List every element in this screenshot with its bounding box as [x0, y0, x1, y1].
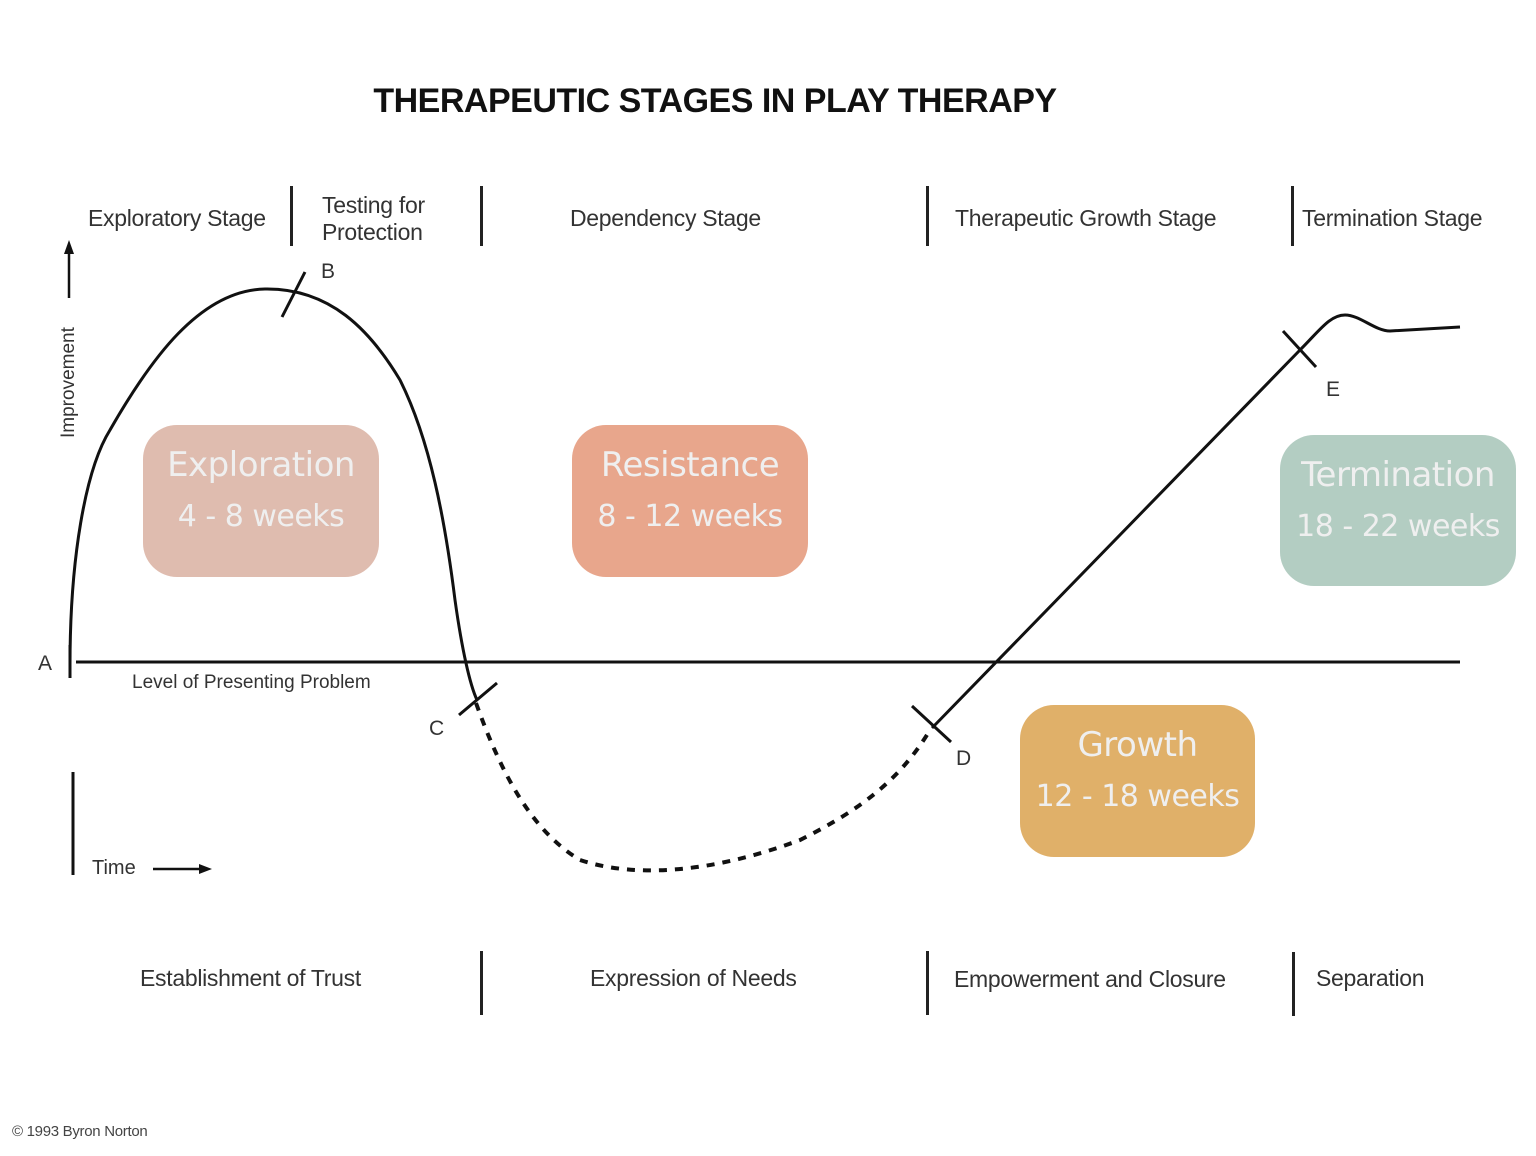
bottom-divider — [480, 951, 483, 1015]
curve-growth-termination — [930, 313, 1461, 730]
point-d-tick — [910, 704, 953, 744]
bottom-label-empowerment: Empowerment and Closure — [954, 966, 1226, 992]
point-d-label: D — [956, 747, 972, 770]
point-c-tick — [458, 681, 498, 717]
point-c-label: C — [429, 717, 445, 740]
bottom-divider — [1292, 952, 1295, 1016]
curve-exploration-resistance — [68, 287, 479, 701]
stage-label-testing: Testing for Protection — [322, 192, 425, 246]
stage-label-testing-line2: Protection — [322, 219, 423, 245]
time-arrow-icon — [153, 864, 212, 874]
point-e-label: E — [1326, 378, 1341, 401]
copyright-notice: © 1993 Byron Norton — [12, 1123, 148, 1140]
phase-box-termination: Termination 18 - 22 weeks — [1280, 435, 1516, 586]
stage-label-therapeutic-growth: Therapeutic Growth Stage — [955, 205, 1217, 231]
phase-duration: 18 - 22 weeks — [1296, 509, 1500, 544]
baseline-label: Level of Presenting Problem — [132, 672, 371, 693]
phase-name: Exploration — [167, 445, 355, 485]
bottom-label-separation: Separation — [1316, 965, 1425, 991]
curve-dependency-dotted — [474, 702, 932, 873]
phase-duration: 8 - 12 weeks — [597, 499, 783, 534]
point-b-label: B — [321, 260, 336, 283]
point-a-label: A — [38, 652, 53, 675]
phase-box-resistance: Resistance 8 - 12 weeks — [572, 425, 808, 577]
phase-name: Termination — [1301, 455, 1495, 495]
top-divider — [926, 186, 929, 246]
top-divider — [480, 186, 483, 246]
top-divider — [1291, 186, 1294, 246]
diagram-title: THERAPEUTIC STAGES IN PLAY THERAPY — [373, 82, 1057, 120]
phase-box-growth: Growth 12 - 18 weeks — [1020, 705, 1255, 857]
x-axis-label: Time — [92, 857, 136, 879]
point-b-tick — [280, 271, 307, 318]
phase-name: Growth — [1077, 725, 1198, 765]
phase-duration: 4 - 8 weeks — [177, 499, 345, 534]
stage-label-dependency: Dependency Stage — [570, 205, 761, 231]
phase-name: Resistance — [600, 445, 780, 485]
stage-label-exploratory: Exploratory Stage — [88, 205, 266, 231]
bottom-label-needs: Expression of Needs — [590, 965, 797, 991]
stage-label-termination: Termination Stage — [1302, 205, 1483, 231]
point-e-tick — [1281, 329, 1318, 369]
bottom-divider — [926, 951, 929, 1015]
phase-box-exploration: Exploration 4 - 8 weeks — [143, 425, 379, 577]
top-divider — [290, 186, 293, 246]
stage-label-testing-line1: Testing for — [322, 192, 425, 218]
phase-duration: 12 - 18 weeks — [1035, 779, 1240, 814]
bottom-label-trust: Establishment of Trust — [140, 965, 361, 991]
y-axis-label: Improvement — [58, 327, 79, 438]
improvement-arrow-icon — [64, 240, 74, 298]
